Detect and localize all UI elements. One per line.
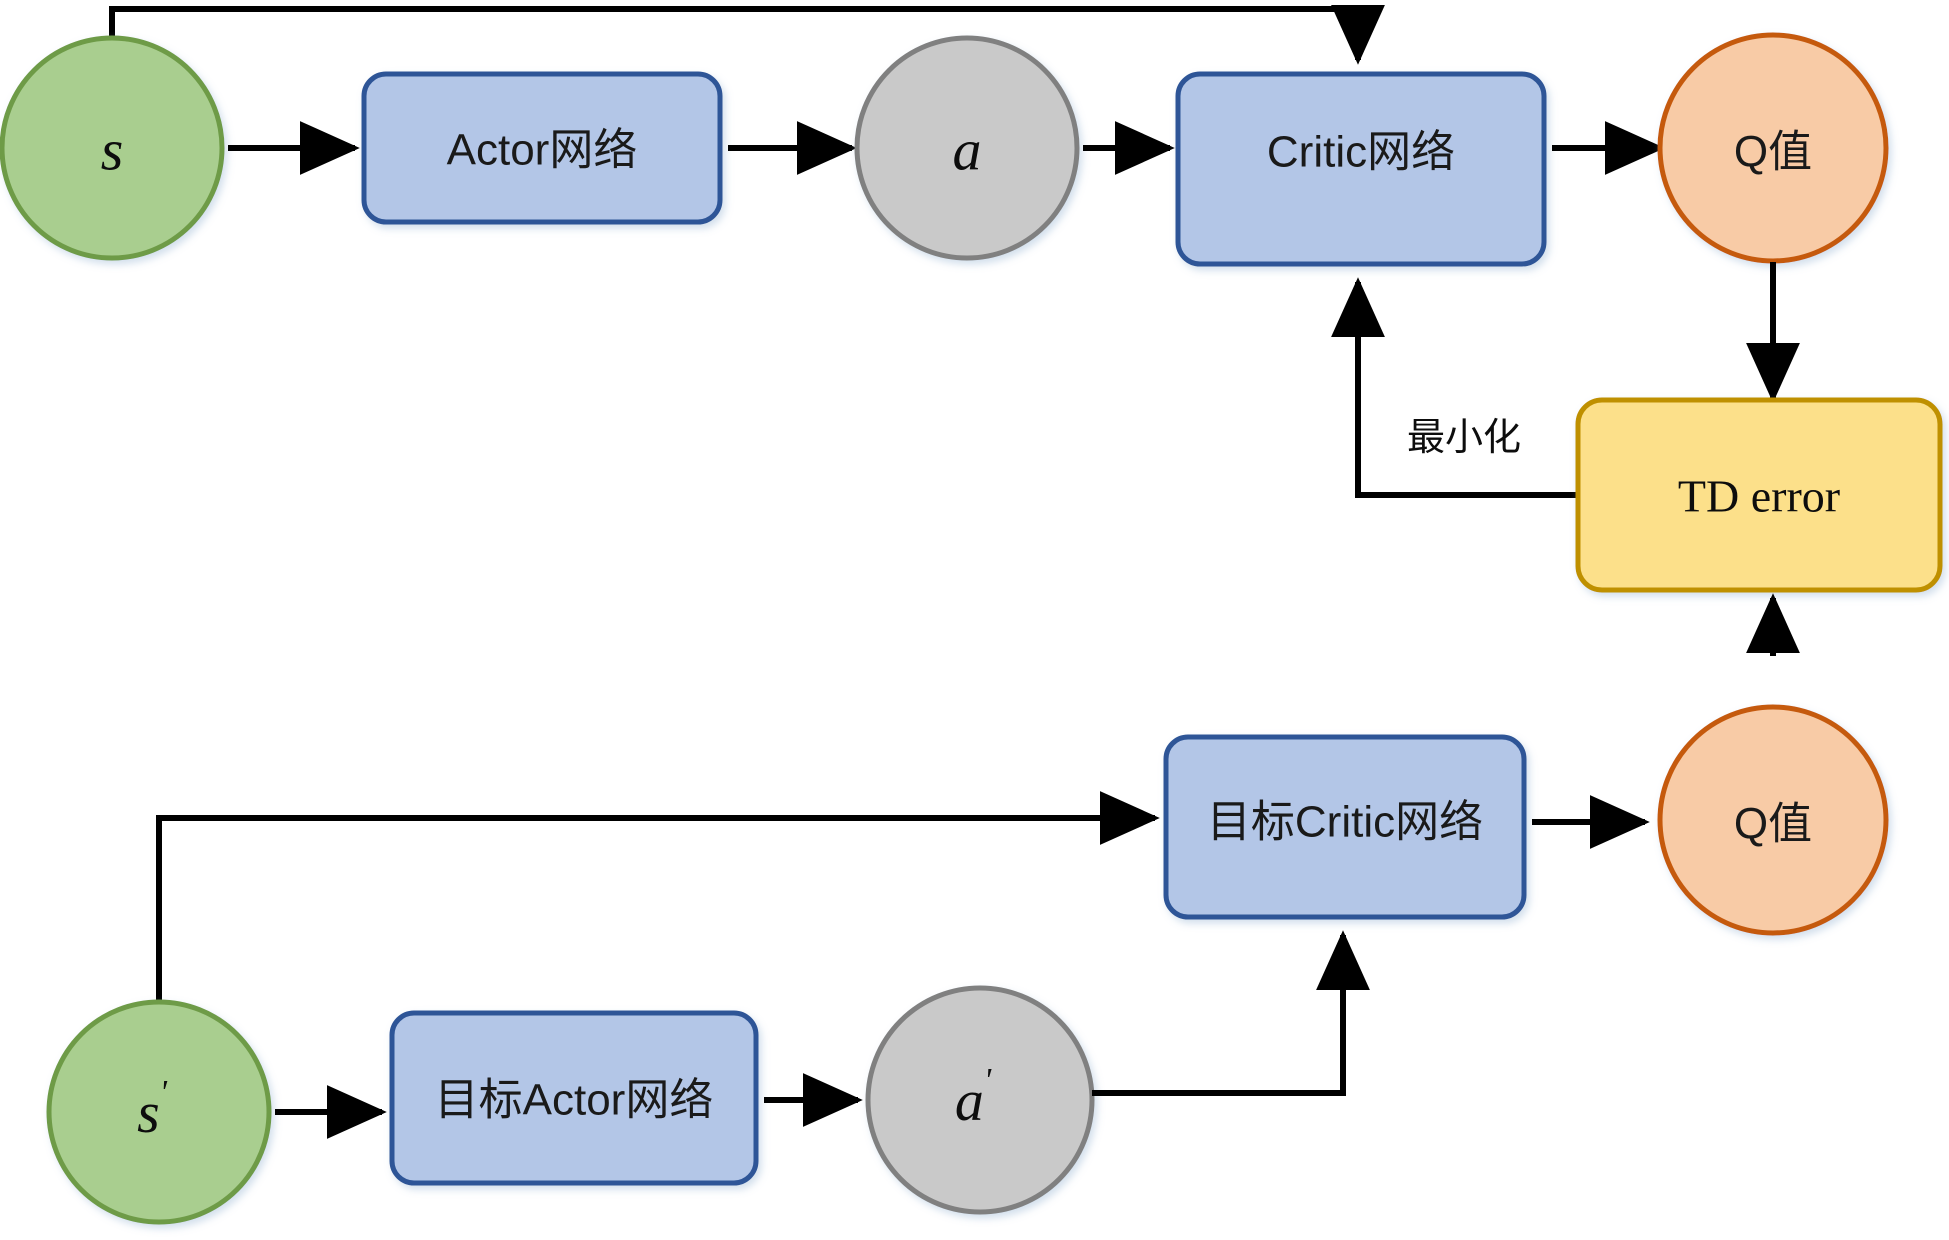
node-q-value-online: Q值 — [1657, 32, 1889, 264]
node-q-value-target: Q值 — [1657, 704, 1889, 936]
state-label: s — [101, 118, 124, 183]
edge-next-state-to-target-critic — [156, 791, 1160, 1002]
node-target-critic-network[interactable]: 目标Critic网络 — [1163, 734, 1527, 920]
edge-label-minimize: 最小化 — [1407, 417, 1521, 459]
node-critic-network[interactable]: Critic网络 — [1175, 71, 1547, 267]
target-actor-network-box[interactable] — [389, 1010, 759, 1186]
actor-network-label: Actor网络 — [447, 126, 638, 175]
node-actor-network[interactable]: Actor网络 — [361, 71, 723, 225]
next-state-label: s' — [137, 1074, 168, 1145]
next-state-circle — [46, 999, 272, 1225]
edge-next-action-to-target-critic — [1092, 930, 1370, 1096]
td-error-label: TD error — [1678, 471, 1840, 522]
target-actor-network-label: 目标Actor网络 — [435, 1076, 714, 1125]
td-error-box[interactable] — [1575, 397, 1943, 593]
q-value-online-label: Q值 — [1734, 128, 1812, 177]
q-value-online-circle — [1657, 32, 1889, 264]
edge-td-error-to-critic — [1331, 277, 1578, 498]
state-circle — [0, 35, 225, 261]
next-action-circle — [865, 985, 1095, 1215]
node-action: a — [854, 35, 1080, 261]
target-critic-network-label: 目标Critic网络 — [1207, 798, 1483, 847]
critic-network-box[interactable] — [1175, 71, 1547, 267]
action-label: a — [953, 118, 982, 183]
node-next-action: a' — [865, 985, 1095, 1215]
actor-network-box[interactable] — [361, 71, 723, 225]
edge-state-to-critic — [109, 4, 1385, 148]
next-action-label: a' — [955, 1062, 992, 1133]
q-value-target-label: Q值 — [1734, 800, 1812, 849]
q-value-target-circle — [1657, 704, 1889, 936]
node-state: s — [0, 35, 225, 261]
node-td-error[interactable]: TD error — [1575, 397, 1943, 593]
node-next-state: s' — [46, 999, 272, 1225]
critic-network-label: Critic网络 — [1267, 128, 1455, 177]
node-target-actor-network[interactable]: 目标Actor网络 — [389, 1010, 759, 1186]
target-critic-network-box[interactable] — [1163, 734, 1527, 920]
action-circle — [854, 35, 1080, 261]
